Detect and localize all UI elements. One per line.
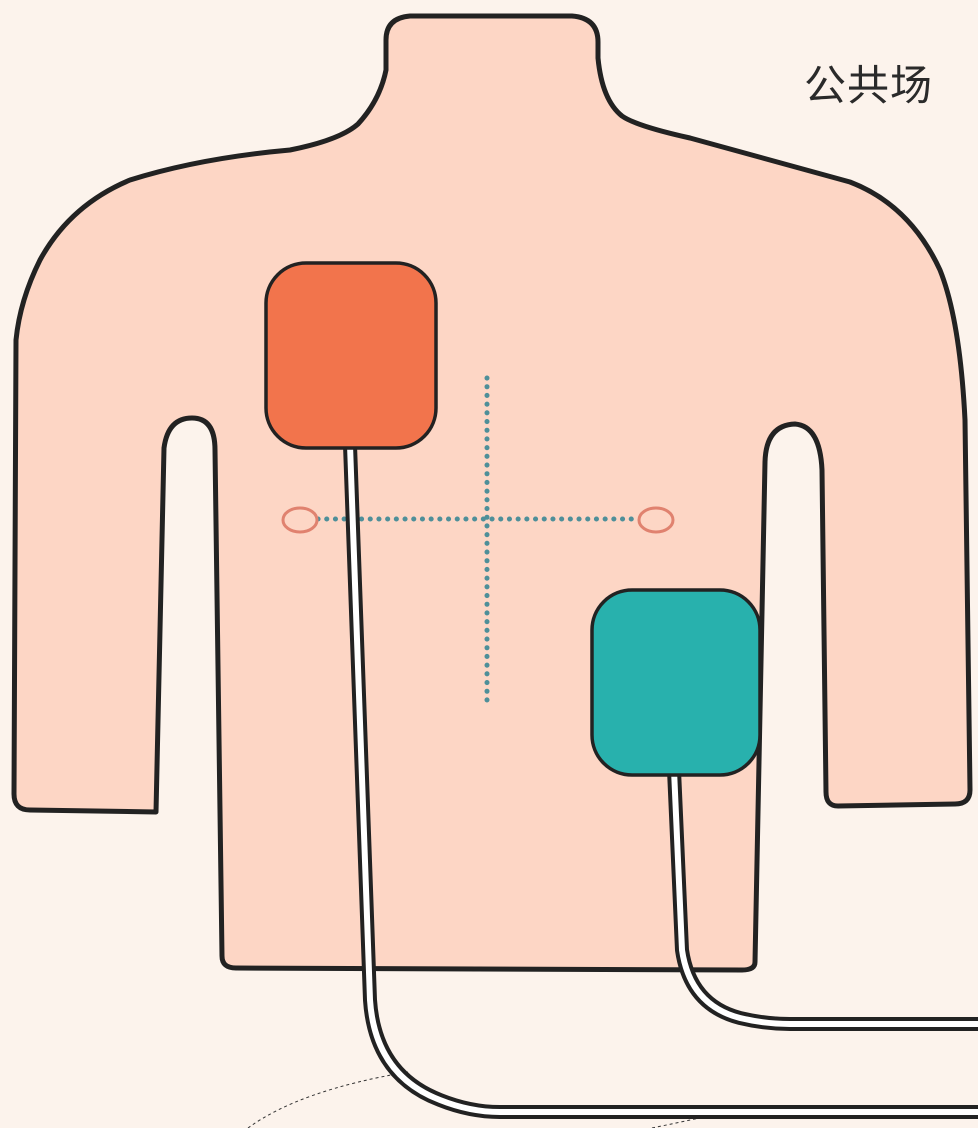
- dotted-short-guide: [652, 1118, 700, 1128]
- diagram-caption: 公共场: [804, 52, 933, 113]
- electrode-pad-lower: [592, 590, 760, 775]
- dotted-curve-guide: [248, 1072, 408, 1128]
- electrode-pad-upper: [266, 263, 436, 448]
- torso-outline-icon: [14, 16, 970, 970]
